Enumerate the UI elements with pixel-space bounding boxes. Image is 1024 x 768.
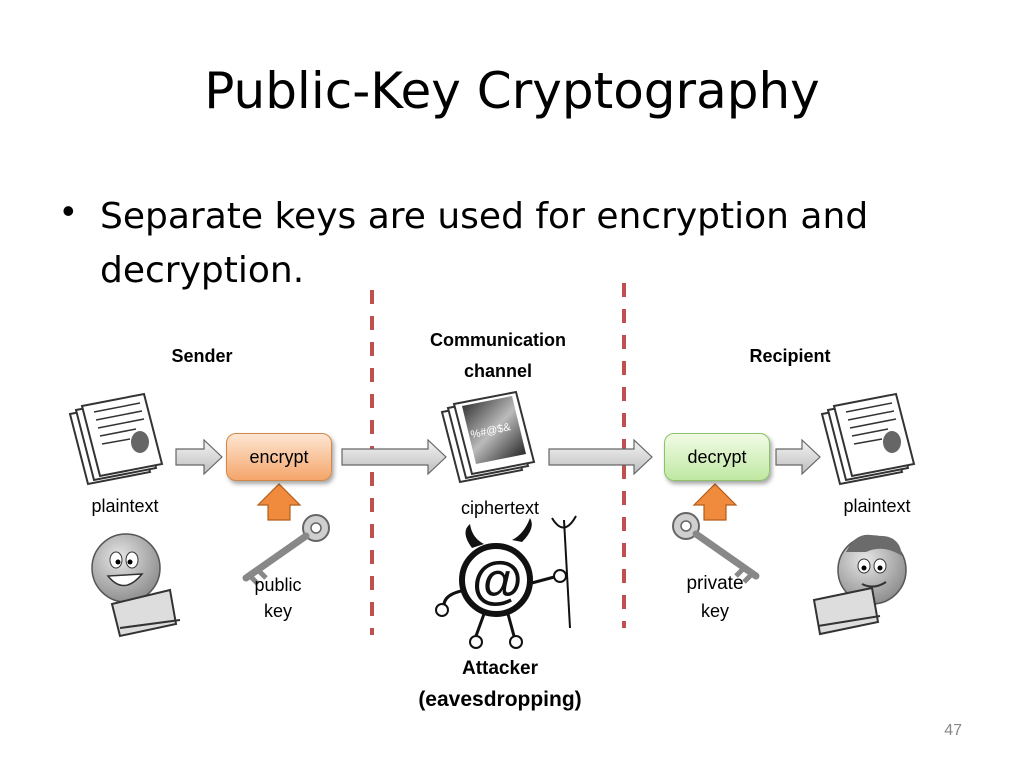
flow-arrow-3 [548, 438, 653, 476]
encrypt-box: encrypt [226, 433, 332, 481]
attacker-label-line2: (eavesdropping) [418, 688, 582, 711]
key-icon [672, 512, 760, 584]
bullet-text: Separate keys are used for encryption an… [100, 196, 869, 291]
encrypted-document-icon: %#@$& [441, 391, 535, 483]
sender-label: Sender [171, 346, 233, 366]
key-icon [242, 514, 330, 586]
page-number: 47 [944, 722, 962, 739]
plaintext-right-label: plaintext [843, 496, 911, 516]
recipient-label: Recipient [749, 346, 831, 366]
attacker-label-line1: Attacker [461, 658, 539, 679]
attacker-devil-icon: @ [435, 515, 577, 649]
slide-title: Public-Key Cryptography [204, 62, 820, 120]
private-key-label-line2: key [700, 601, 729, 621]
bullet-marker: • [62, 190, 75, 231]
flow-arrow-4 [775, 438, 821, 476]
flow-arrow-1 [175, 438, 223, 476]
document-icon [821, 393, 915, 485]
ciphertext-label: ciphertext [460, 498, 540, 518]
svg-text:@: @ [472, 552, 523, 610]
public-key-label-line1: public [254, 575, 302, 595]
document-icon [69, 393, 163, 485]
sender-person-icon [91, 533, 181, 638]
plaintext-left-label: plaintext [91, 496, 159, 516]
key-arrow-up-right [692, 483, 738, 521]
key-arrow-up-left [256, 483, 302, 521]
recipient-person-icon [812, 534, 907, 636]
channel-label-line2: channel [463, 361, 533, 381]
private-key-label-line1: private [686, 573, 744, 594]
decrypt-box: decrypt [664, 433, 770, 481]
channel-label-line1: Communication [429, 330, 566, 350]
flow-arrow-2 [341, 438, 447, 476]
public-key-label-line2: key [263, 601, 292, 621]
